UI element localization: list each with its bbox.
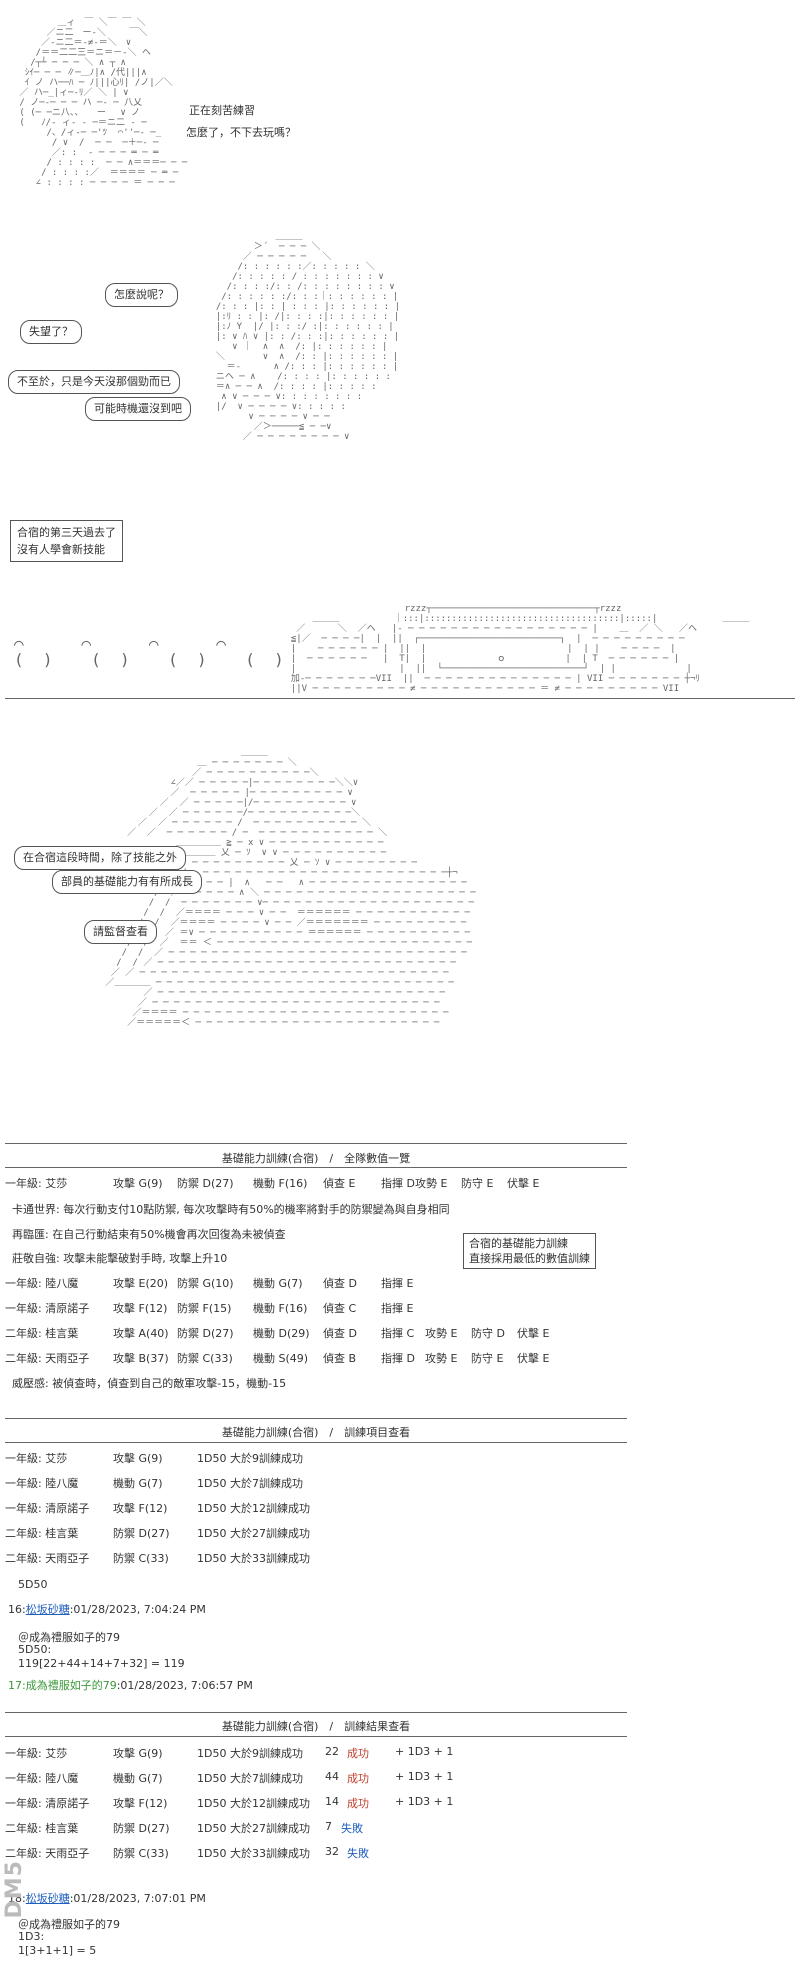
ascii-art-girl-practicing: ＿ィ ￣ ＼￣ ￣ ＼ ／ニ二 ー‐＼ ￣＼ ／‐ニ二＝‐≠‐＝＼ ∨ /＝＝二… xyxy=(19,18,188,188)
table1-note-1: 卡通世界: 每次行動支付10點防禦, 每次攻擊時有50%的機率將對手的防禦變為與… xyxy=(12,1203,450,1216)
ascii-art-moons: ⌒ ⌒ ⌒ ⌒ ( ) ( ) ( ) ( ) xyxy=(14,634,284,669)
table1-top-rule xyxy=(5,1143,627,1144)
table2-title: 基礎能力訓練(合宿) / 訓練項目查看 xyxy=(221,1426,411,1439)
table3-title-rule xyxy=(5,1736,627,1737)
post-18-header: 18:松坂砂糖:01/28/2023, 7:07:01 PM xyxy=(8,1892,206,1905)
post-18-line-2: 1D3: xyxy=(18,1930,45,1943)
table3-title: 基礎能力訓練(合宿) / 訓練結果查看 xyxy=(221,1720,411,1733)
post-16-line-2: 5D50: xyxy=(18,1643,52,1656)
post-17-user-link[interactable]: 成為禮服如子的79 xyxy=(25,1679,117,1692)
table1-title: 基礎能力訓練(合宿) / 全隊數值一覽 xyxy=(221,1152,411,1165)
table1-note-2: 再臨匯: 在自己行動結束有50%機會再次回復為未被偵查 xyxy=(12,1228,286,1241)
ascii-art-character-talking: ＿＿＿ ＞´ ─ ─ ─ ＼ ／ ─ ─ ─ ─ ─ ＼ /: : : : : … xyxy=(215,232,401,442)
table2-top-rule xyxy=(5,1418,627,1419)
result-fail: 失敗 xyxy=(347,1847,369,1860)
post-18-line-1: ＠成為禮服如子的79 xyxy=(18,1918,120,1931)
speech-bubble-not-in-mood: 不至於，只是今天沒那個勁而已 xyxy=(8,370,180,394)
post-18-line-3: 1[3+1+1] = 5 xyxy=(18,1944,97,1957)
narration-box-day-three: 合宿的第三天過去了 沒有人學會新技能 xyxy=(10,520,123,562)
speech-bubble-how-to-say: 怎麼說呢？ xyxy=(105,283,178,307)
result-success: 成功 xyxy=(347,1772,369,1785)
scene-divider xyxy=(5,698,795,699)
watermark-logo: DM5 xyxy=(2,1860,27,1919)
post-18-user-link[interactable]: 松坂砂糖 xyxy=(25,1892,70,1905)
table3-top-rule xyxy=(5,1712,627,1713)
ascii-art-girl-with-hat: ＿＿＿ ＿ ─ ─ ─ ─ ─ ─ ─ ＼ ／ ─ ─ ─ ─ ─ ─ ─ ─ … xyxy=(105,748,476,1028)
speech-bubble-ability-growth: 部員的基礎能力有有所成長 xyxy=(52,870,202,894)
speech-bubble-training-period: 在合宿這段時間，除了技能之外 xyxy=(14,846,186,870)
scene1-line-1: 正在刻苦練習 xyxy=(189,104,255,117)
post-17-header: 17:成為禮服如子的79:01/28/2023, 7:06:57 PM xyxy=(8,1679,253,1692)
side-note-box: 合宿的基礎能力訓練 直接採用最低的數值訓練 xyxy=(463,1233,596,1269)
narration-line-2: 沒有人學會新技能 xyxy=(17,543,105,556)
post-16-line-3: 119[22+44+14+7+32] = 119 xyxy=(18,1657,185,1670)
post-16-user-link[interactable]: 松坂砂糖 xyxy=(25,1603,70,1616)
speech-bubble-please-check: 請監督查看 xyxy=(84,920,157,944)
ascii-art-bus: rzzz┬──────────────────────────────┬rzzz… xyxy=(290,604,750,694)
result-success: 成功 xyxy=(347,1747,369,1760)
result-success: 成功 xyxy=(347,1797,369,1810)
post-16-header: 16:松坂砂糖:01/28/2023, 7:04:24 PM xyxy=(8,1603,206,1616)
scene1-line-2: 怎麼了，不下去玩嗎？ xyxy=(186,126,296,139)
narration-line-1: 合宿的第三天過去了 xyxy=(17,526,116,539)
speech-bubble-timing: 可能時機還沒到吧 xyxy=(85,397,191,421)
table1-note-after: 威壓感: 被偵查時，偵查到自己的敵軍攻擊-15，機動-15 xyxy=(12,1377,287,1390)
table1-title-rule xyxy=(5,1167,627,1168)
table2-title-rule xyxy=(5,1442,627,1443)
speech-bubble-disappointed: 失望了？ xyxy=(20,320,82,344)
table2-dice-formula: 5D50 xyxy=(18,1578,48,1591)
result-fail: 失敗 xyxy=(341,1822,363,1835)
post-16-line-1: ＠成為禮服如子的79 xyxy=(18,1631,120,1644)
table1-note-3: 莊敬自強: 攻擊未能擊破對手時, 攻擊上升10 xyxy=(12,1252,228,1265)
